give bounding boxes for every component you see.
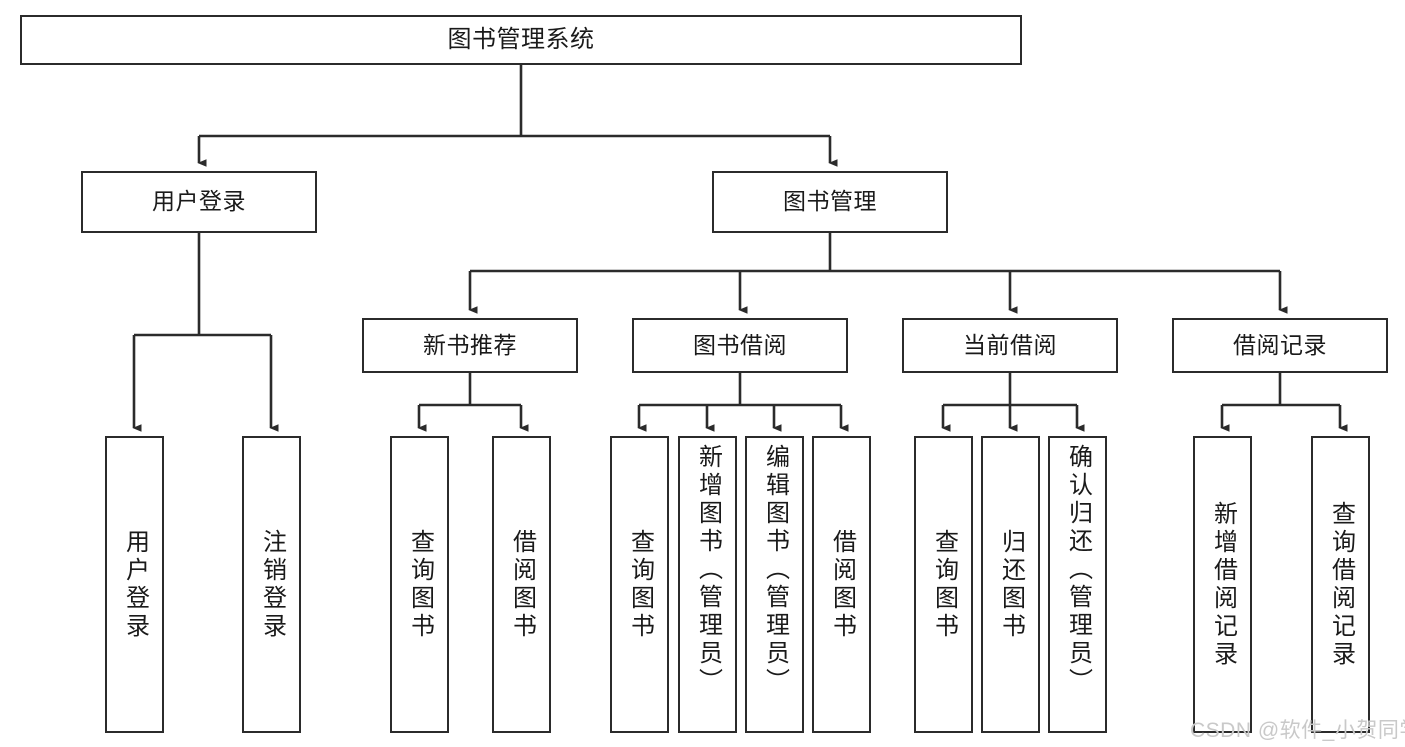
- leaf-label: 查询图书: [626, 528, 654, 641]
- leaf-label: 借阅图书: [828, 528, 856, 641]
- node-new-book-recommend[interactable]: 新书推荐: [362, 318, 578, 373]
- leaf-logout-login[interactable]: 注销登录: [242, 436, 301, 733]
- leaf-query-borrow-record[interactable]: 查询借阅记录: [1311, 436, 1370, 733]
- watermark-text: CSDN @软件_小贺同学: [1190, 719, 1405, 742]
- leaf-label: 注销登录: [258, 528, 286, 641]
- node-user-login[interactable]: 用户登录: [81, 171, 317, 233]
- leaf-label: 新增借阅记录: [1209, 500, 1237, 669]
- node-book-management[interactable]: 图书管理: [712, 171, 948, 233]
- leaf-add-borrow-record[interactable]: 新增借阅记录: [1193, 436, 1252, 733]
- leaf-query-book-2[interactable]: 查询图书: [610, 436, 669, 733]
- leaf-label: 借阅图书: [508, 528, 536, 641]
- leaf-borrow-book-2[interactable]: 借阅图书: [812, 436, 871, 733]
- node-book-borrow[interactable]: 图书借阅: [632, 318, 848, 373]
- leaf-query-book-3[interactable]: 查询图书: [914, 436, 973, 733]
- leaf-confirm-return-admin[interactable]: 确认归还（管理员）: [1048, 436, 1107, 733]
- node-borrow-record[interactable]: 借阅记录: [1172, 318, 1388, 373]
- leaf-label: 查询图书: [930, 528, 958, 641]
- leaf-label: 查询借阅记录: [1327, 500, 1355, 669]
- leaf-add-book-admin[interactable]: 新增图书（管理员）: [678, 436, 737, 733]
- leaf-return-book[interactable]: 归还图书: [981, 436, 1040, 733]
- leaf-label: 确认归还（管理员）: [1064, 444, 1092, 696]
- leaf-label: 新增图书（管理员）: [694, 444, 722, 696]
- leaf-label: 归还图书: [997, 528, 1025, 641]
- leaf-borrow-book-1[interactable]: 借阅图书: [492, 436, 551, 733]
- leaf-label: 用户登录: [121, 528, 149, 641]
- leaf-label: 编辑图书（管理员）: [761, 444, 789, 696]
- leaf-query-book-1[interactable]: 查询图书: [390, 436, 449, 733]
- leaf-edit-book-admin[interactable]: 编辑图书（管理员）: [745, 436, 804, 733]
- node-root-book-management-system[interactable]: 图书管理系统: [20, 15, 1022, 65]
- leaf-label: 查询图书: [406, 528, 434, 641]
- node-current-borrow[interactable]: 当前借阅: [902, 318, 1118, 373]
- leaf-user-login[interactable]: 用户登录: [105, 436, 164, 733]
